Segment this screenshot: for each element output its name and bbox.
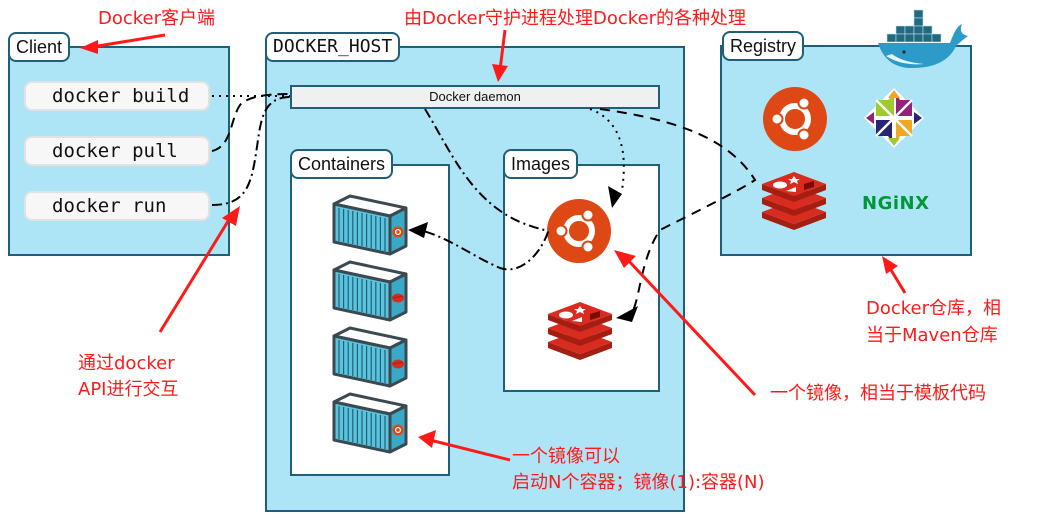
container-redis-icon (392, 293, 404, 303)
container-annotation-line1: 一个镜像可以 (512, 446, 620, 467)
client-annotation: Docker客户端 (98, 8, 216, 29)
image-annotation: 一个镜像，相当于模板代码 (770, 383, 986, 404)
api-annotation-line2: API进行交互 (78, 379, 179, 400)
registry-panel (720, 45, 972, 256)
docker-host-title: DOCKER_HOST (265, 32, 401, 62)
images-title: Images (503, 149, 579, 179)
registry-title: Registry (722, 31, 805, 61)
daemon-to-registry-connector (599, 108, 757, 313)
pull-connector (211, 93, 291, 152)
container-4 (332, 392, 408, 454)
client-title: Client (8, 32, 71, 62)
run-image-connector (419, 108, 550, 271)
registry-centos-icon (864, 88, 924, 148)
image-redis-icon (548, 302, 612, 360)
container-redis-icon (392, 359, 404, 369)
containers-title: Containers (290, 149, 394, 179)
registry-annotation-line1: Docker仓库，相 (866, 298, 1002, 319)
image-arrowhead (608, 186, 622, 208)
container-ubuntu-icon (392, 424, 404, 436)
run-connector (211, 96, 293, 206)
image-ubuntu-icon (547, 199, 611, 263)
docker-pull-command[interactable]: docker pull (24, 136, 210, 166)
daemon-to-image-connector (589, 108, 625, 191)
container-3 (332, 326, 408, 388)
registry-annotation-line2: 当于Maven仓库 (866, 325, 998, 346)
docker-build-command[interactable]: docker build (24, 81, 210, 111)
api-annotation-line1: 通过docker (78, 353, 175, 374)
container-2 (332, 260, 408, 322)
container-ubuntu-icon (392, 226, 404, 238)
daemon-annotation: 由Docker守护进程处理Docker的各种处理 (404, 8, 747, 29)
container-arrowhead (408, 222, 428, 238)
docker-whale-icon (878, 9, 968, 68)
docker-run-command[interactable]: docker run (24, 191, 210, 221)
container-1 (332, 194, 408, 256)
registry-ubuntu-icon (763, 87, 827, 151)
redis-image-arrowhead (616, 306, 638, 322)
container-annotation-line2: 启动N个容器；镜像(1):容器(N) (512, 472, 765, 493)
registry-redis-icon (762, 172, 826, 230)
docker-daemon[interactable]: Docker daemon (290, 85, 660, 109)
registry-nginx-icon: NGiNX (862, 193, 930, 214)
